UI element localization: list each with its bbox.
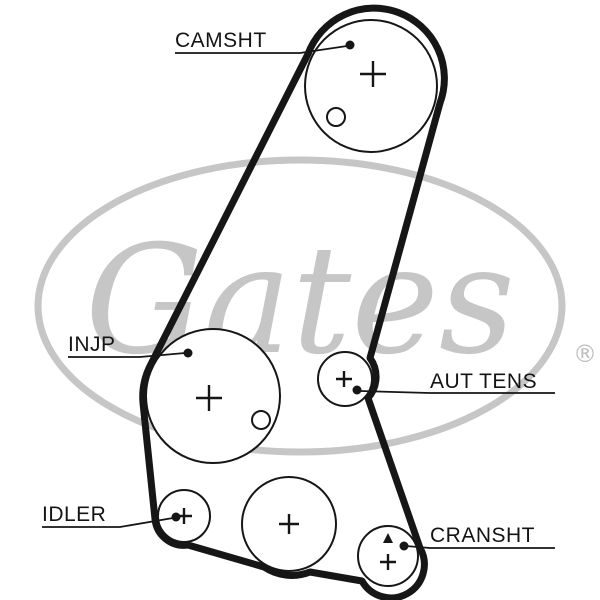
callouts: CAMSHT INJP AUT TENS IDLER CRANSHT — [42, 29, 555, 551]
tensioner-label: AUT TENS — [430, 370, 537, 393]
camshaft-pulley — [304, 19, 438, 153]
crankshaft-center-cross-icon — [380, 554, 396, 570]
injection-pump-callout: INJP — [68, 333, 193, 358]
watermark-oval-ring — [34, 156, 566, 456]
injection-pump-center-cross-icon — [196, 385, 222, 411]
camshaft-leader-line — [175, 45, 348, 54]
camshaft-label: CAMSHT — [175, 29, 267, 52]
crankshaft-leader-dot — [399, 541, 409, 551]
camshaft-callout: CAMSHT — [175, 29, 355, 54]
idler-label: IDLER — [42, 503, 106, 526]
injection-pump-bolt-hole — [251, 410, 271, 430]
crankshaft-leader-line — [405, 545, 555, 549]
timing-belt — [139, 4, 448, 600]
injection-pump-label: INJP — [68, 333, 116, 356]
crankshaft-timing-mark-triangle-icon — [383, 533, 393, 543]
tensioner-leader-line — [359, 390, 555, 394]
idler-callout: IDLER — [42, 503, 181, 528]
crankshaft-callout: CRANSHT — [399, 524, 555, 551]
crankshaft-label: CRANSHT — [430, 524, 535, 547]
pulleys — [145, 19, 438, 587]
tensioner-leader-dot — [352, 385, 362, 395]
injection-pump-pulley — [145, 328, 281, 464]
idler-leader-line — [42, 517, 174, 528]
idler-leader-dot — [171, 512, 181, 522]
middle-pulley-center-cross-icon — [279, 514, 299, 534]
camshaft-bolt-hole — [326, 107, 346, 127]
camshaft-center-cross-icon — [360, 61, 386, 87]
tensioner-center-cross-icon — [336, 371, 352, 387]
registered-trademark-icon: ® — [573, 340, 597, 368]
camshaft-leader-dot — [345, 40, 355, 50]
injection-pump-leader-line — [68, 352, 186, 358]
injection-pump-leader-dot — [183, 348, 193, 358]
tensioner-callout: AUT TENS — [352, 370, 555, 395]
